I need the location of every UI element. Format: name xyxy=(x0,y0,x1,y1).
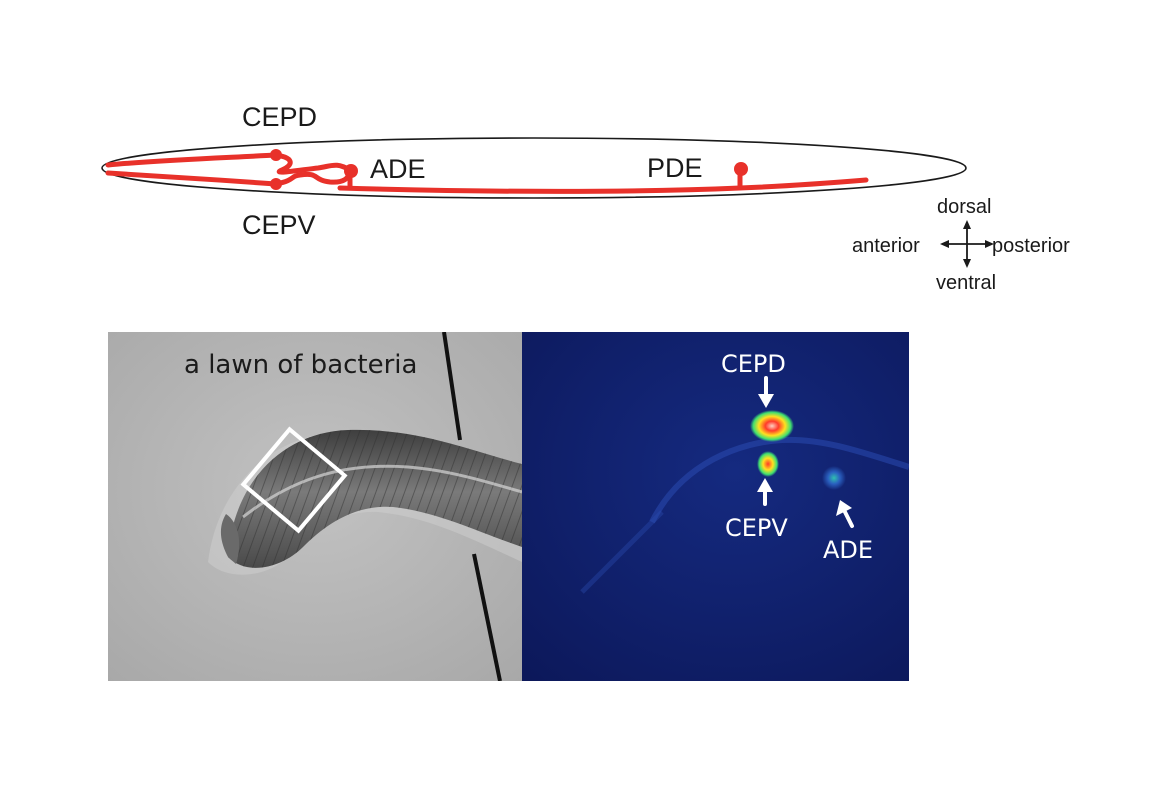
roi-box xyxy=(240,426,348,534)
label-dorsal: dorsal xyxy=(937,196,992,218)
label-posterior: posterior xyxy=(992,235,1070,257)
fluo-label-cepd: CEPD xyxy=(721,350,786,378)
fluo-label-ade: ADE xyxy=(823,536,874,564)
nerve-ring-axons-lower xyxy=(273,169,353,187)
cepv-soma xyxy=(270,178,282,190)
caption-bacteria-lawn: a lawn of bacteria xyxy=(184,350,418,380)
brightfield-panel: a lawn of bacteria xyxy=(108,332,522,681)
cepd-signal xyxy=(750,410,794,442)
label-anterior: anterior xyxy=(852,235,920,257)
divider-line-lower xyxy=(472,553,502,681)
label-cepv: CEPV xyxy=(242,210,316,240)
dorsal-arrowhead xyxy=(963,220,971,229)
fluo-label-cepv: CEPV xyxy=(725,514,788,542)
label-ade: ADE xyxy=(370,154,426,184)
brightfield-image xyxy=(108,332,522,681)
label-ventral: ventral xyxy=(936,272,997,294)
ventral-arrowhead xyxy=(963,259,971,268)
orientation-arrows xyxy=(940,220,994,268)
posterior-arrowhead xyxy=(985,240,994,248)
label-cepd: CEPD xyxy=(242,102,318,132)
worm-body-outline xyxy=(101,137,967,199)
ventral-nerve-cord xyxy=(337,177,869,194)
cepv-dendrite xyxy=(105,170,279,187)
ade-soma xyxy=(344,164,358,178)
worm-schematic xyxy=(101,137,994,268)
worm-head-tip xyxy=(220,514,240,564)
anterior-arrowhead xyxy=(940,240,949,248)
arrow-ade xyxy=(842,508,854,528)
cepv-signal xyxy=(757,451,779,477)
fluorescence-image xyxy=(522,332,909,681)
label-pde: PDE xyxy=(647,153,703,183)
cepd-dendrite xyxy=(105,152,279,168)
fluorescence-panel: CEPD CEPV ADE xyxy=(522,332,909,681)
pde-soma xyxy=(734,162,748,176)
pharynx xyxy=(242,464,522,519)
cepd-soma xyxy=(270,149,282,161)
divider-line-upper xyxy=(442,332,462,441)
nerve-ring-axons xyxy=(273,152,353,175)
ade-signal xyxy=(822,466,846,490)
